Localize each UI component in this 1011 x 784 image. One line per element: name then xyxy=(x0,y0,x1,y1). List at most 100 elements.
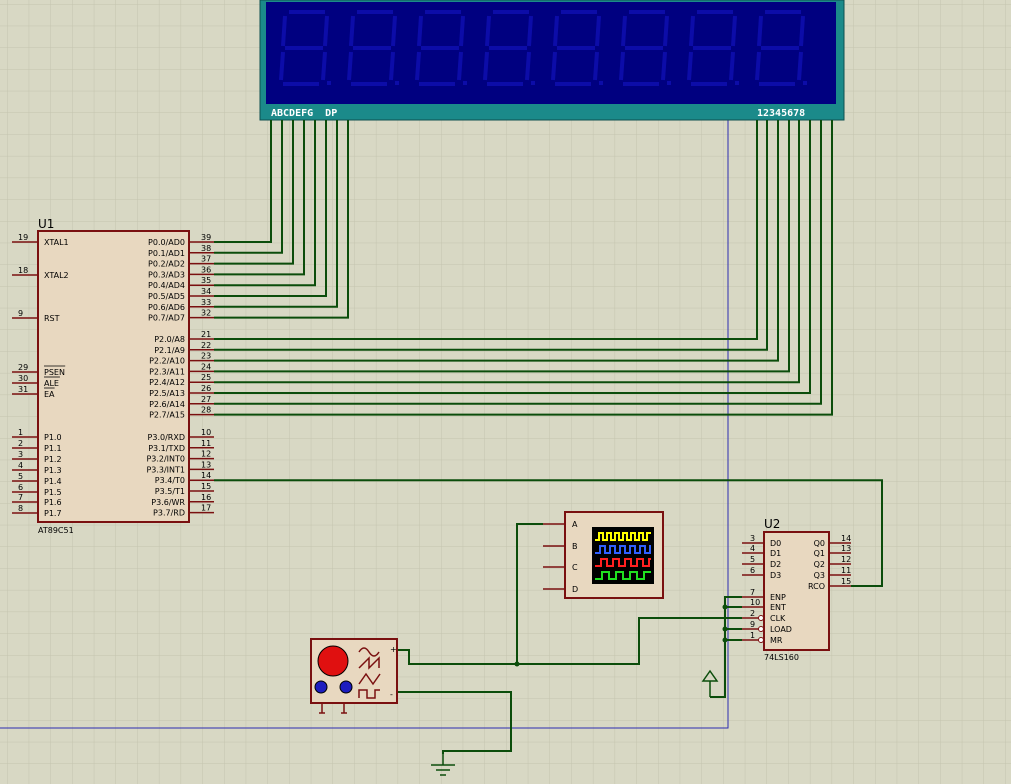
pin-name: P3.7/RD xyxy=(153,509,185,518)
pin-number: 3 xyxy=(750,534,755,543)
pin-name: P1.3 xyxy=(44,466,62,475)
wire xyxy=(214,120,800,384)
pin-name: P2.4/A12 xyxy=(149,378,185,387)
pin-number: 3 xyxy=(18,450,23,459)
channel-label: A xyxy=(572,520,578,529)
pin-number: 38 xyxy=(201,244,211,253)
seven-segment-display[interactable]: ABCDEFG DP 12345678 xyxy=(259,0,845,121)
u2-body xyxy=(763,531,830,651)
pin-name: EA xyxy=(44,390,55,399)
wire xyxy=(397,691,512,754)
pin-number: 12 xyxy=(201,450,211,459)
generator-knob-left[interactable] xyxy=(314,680,328,694)
channel-label: D xyxy=(572,585,578,594)
pin-number: 26 xyxy=(201,384,211,393)
pin-name: D3 xyxy=(770,571,781,580)
u1-type: AT89C51 xyxy=(38,526,74,535)
pin-number: 4 xyxy=(18,461,23,470)
trace xyxy=(595,532,651,541)
pin-number: 6 xyxy=(18,483,23,492)
junction-dot xyxy=(514,661,520,667)
pin-name: P1.5 xyxy=(44,488,62,497)
segment-labels: ABCDEFG DP xyxy=(271,108,337,119)
pin-name: P0.7/AD7 xyxy=(148,314,185,323)
pin-number: 9 xyxy=(750,620,755,629)
trace xyxy=(595,558,651,567)
pin-name: P0.0/AD0 xyxy=(148,238,185,247)
u2-ref: U2 xyxy=(764,517,780,531)
digit-labels: 12345678 xyxy=(757,108,805,119)
pin-number: 5 xyxy=(750,555,755,564)
pin-name: P3.3/INT1 xyxy=(146,465,185,474)
pin-name: P3.4/T0 xyxy=(155,476,185,485)
pin-number: 7 xyxy=(750,588,755,597)
pin-name: ALE xyxy=(44,379,59,388)
u1-at89c51[interactable]: U1 AT89C51 19XTAL118XTAL29RST29PSEN30ALE… xyxy=(12,217,214,535)
ground-terminal[interactable] xyxy=(431,754,455,776)
u2-74ls160[interactable]: U2 74LS160 3D04D15D26D37ENP10ENT2CLK9LOA… xyxy=(742,517,851,662)
signal-generator[interactable]: + - xyxy=(310,638,398,714)
wire xyxy=(214,120,338,308)
pin-number: 31 xyxy=(18,385,28,394)
sawtooth-wave-icon xyxy=(358,656,380,670)
pin-name: P0.6/AD6 xyxy=(148,303,185,312)
pin-name: P2.0/A8 xyxy=(154,335,185,344)
pin-name: LOAD xyxy=(770,625,792,634)
pin-number: 14 xyxy=(201,471,211,480)
triangle-wave-icon xyxy=(358,672,381,686)
logic-analyzer[interactable]: A B C D xyxy=(543,511,664,599)
pin-number: 13 xyxy=(201,460,211,469)
pin-name: D0 xyxy=(770,539,781,548)
pin-number: 11 xyxy=(841,566,851,575)
wire xyxy=(214,120,779,362)
pin-name: P0.3/AD3 xyxy=(148,270,185,279)
pin-name: RST xyxy=(44,314,60,323)
trace xyxy=(595,545,651,554)
digit xyxy=(483,10,535,86)
wire xyxy=(710,596,742,698)
pin-name: P1.1 xyxy=(44,444,62,453)
pin-number: 13 xyxy=(841,544,851,553)
pin-name: Q0 xyxy=(814,539,825,548)
wire xyxy=(214,120,316,287)
wire xyxy=(214,120,327,297)
pin-name: P0.1/AD1 xyxy=(148,249,185,258)
generator-main-knob[interactable] xyxy=(317,645,349,677)
pin-number: 10 xyxy=(201,428,211,437)
pin-number: 18 xyxy=(18,266,28,275)
sheet-border xyxy=(0,120,729,729)
pin-number: 33 xyxy=(201,298,211,307)
pin-number: 9 xyxy=(18,309,23,318)
pin-number: 2 xyxy=(750,609,755,618)
pin-name: P0.2/AD2 xyxy=(148,260,185,269)
pin-name: P2.5/A13 xyxy=(149,389,185,398)
generator-knob-right[interactable] xyxy=(339,680,353,694)
pin-number: 34 xyxy=(201,287,211,296)
pin-name: P0.5/AD5 xyxy=(148,292,185,301)
logic-analyzer-pins: A B C D xyxy=(543,520,578,594)
pin-name: D2 xyxy=(770,560,781,569)
generator-legs xyxy=(319,703,347,714)
channel-label: C xyxy=(572,563,578,572)
channel-label: B xyxy=(572,542,578,551)
pin-name: P0.4/AD4 xyxy=(148,281,185,290)
pin-number: 28 xyxy=(201,406,211,415)
pin-number: 11 xyxy=(201,439,211,448)
pin-name: P1.0 xyxy=(44,433,62,442)
generator-plus-label: + xyxy=(390,645,397,654)
pin-number: 6 xyxy=(750,566,755,575)
pin-number: 8 xyxy=(18,504,23,513)
generator-minus-label: - xyxy=(390,690,393,699)
digit xyxy=(619,10,671,86)
pin-number: 39 xyxy=(201,233,211,242)
pin-name: P1.4 xyxy=(44,477,62,486)
pin-name: RCO xyxy=(808,582,825,591)
trace xyxy=(595,571,651,580)
sine-wave-icon xyxy=(358,647,380,657)
pin-name: CLK xyxy=(770,614,786,623)
power-terminal[interactable] xyxy=(701,669,719,697)
wire xyxy=(214,120,822,405)
wire xyxy=(214,120,811,394)
